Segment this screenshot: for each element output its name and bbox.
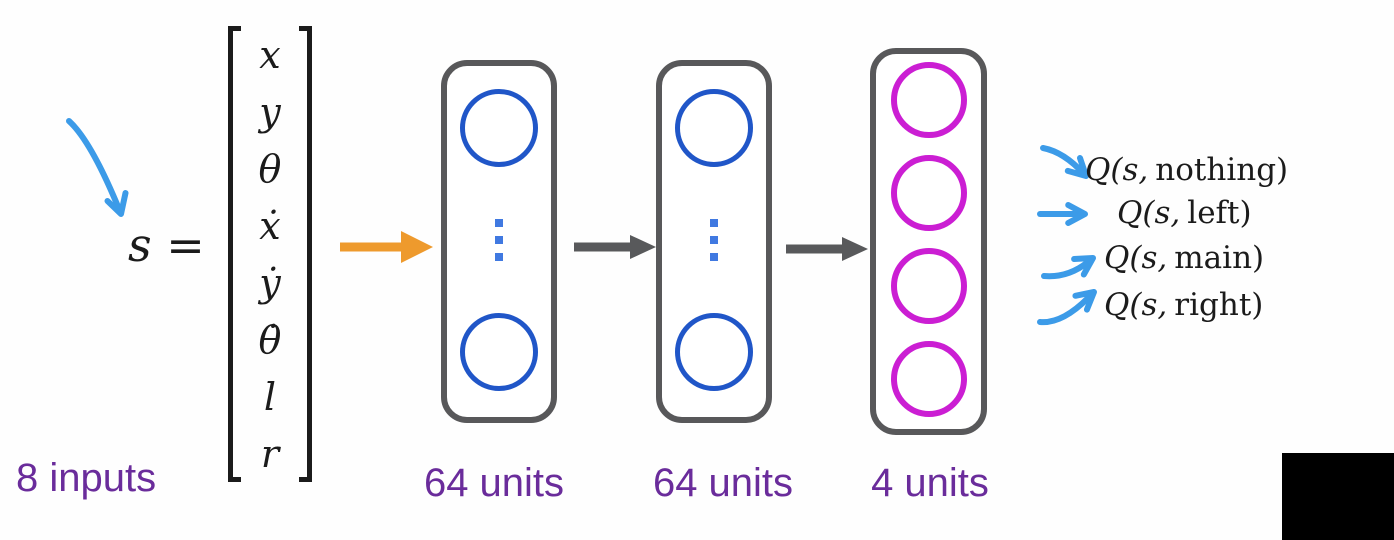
inputs-count-label: 8 inputs bbox=[16, 456, 157, 500]
vector-entry: θ̇ bbox=[258, 317, 282, 362]
vector-entry: y bbox=[259, 89, 281, 134]
input-pointer-arrow-icon bbox=[66, 118, 129, 217]
output-neuron-node bbox=[890, 62, 967, 138]
output-neuron-node bbox=[890, 248, 967, 324]
vertical-ellipsis-icon bbox=[710, 219, 718, 261]
q-value-label: Q(s,right) bbox=[1104, 286, 1263, 324]
q-value-label: Q(s,main) bbox=[1104, 239, 1264, 277]
vector-entry: ẏ bbox=[259, 260, 281, 305]
layer-units-label: 64 units bbox=[652, 461, 794, 505]
q-action-text: right) bbox=[1174, 287, 1264, 323]
q-function-text: Q(s, bbox=[1104, 287, 1168, 323]
q-action-text: nothing) bbox=[1155, 152, 1289, 188]
vector-left-bracket bbox=[228, 26, 241, 482]
q-value-label: Q(s,left) bbox=[1117, 194, 1252, 232]
vector-entry: l bbox=[263, 374, 277, 419]
layer-units-label: 4 units bbox=[871, 461, 989, 505]
q-function-text: Q(s, bbox=[1085, 152, 1149, 188]
vector-entry: r bbox=[260, 431, 280, 476]
q-action-text: main) bbox=[1174, 240, 1265, 276]
q-function-text: Q(s, bbox=[1117, 195, 1181, 231]
state-vector: x y θ ẋ ẏ θ̇ l r bbox=[228, 26, 312, 482]
q-function-text: Q(s, bbox=[1104, 240, 1168, 276]
layer-units-label: 64 units bbox=[423, 461, 565, 505]
neuron-node bbox=[460, 89, 538, 167]
vertical-ellipsis-icon bbox=[495, 219, 503, 261]
black-corner-rect bbox=[1282, 453, 1394, 540]
output-arrows-icon bbox=[1037, 145, 1097, 326]
vector-entry: x bbox=[259, 32, 281, 77]
vector-entry: θ bbox=[258, 146, 282, 191]
vector-right-bracket bbox=[299, 26, 312, 482]
state-symbol: s = bbox=[128, 218, 205, 272]
layer-flow-arrow-icon bbox=[786, 237, 868, 261]
input-flow-arrow-icon bbox=[340, 231, 433, 263]
output-neuron-node bbox=[890, 341, 967, 417]
q-value-label: Q(s,nothing) bbox=[1085, 151, 1288, 189]
hidden-layer-1-box bbox=[441, 60, 557, 423]
layer-flow-arrow-icon bbox=[574, 235, 656, 259]
neuron-node bbox=[675, 313, 753, 391]
output-layer-box bbox=[870, 48, 987, 435]
neuron-node bbox=[675, 89, 753, 167]
hidden-layer-2-box bbox=[656, 60, 772, 423]
vector-entry: ẋ bbox=[259, 203, 281, 248]
output-neuron-node bbox=[890, 155, 967, 231]
q-action-text: left) bbox=[1187, 195, 1252, 231]
neuron-node bbox=[460, 313, 538, 391]
vector-entries: x y θ ẋ ẏ θ̇ l r bbox=[241, 26, 299, 482]
